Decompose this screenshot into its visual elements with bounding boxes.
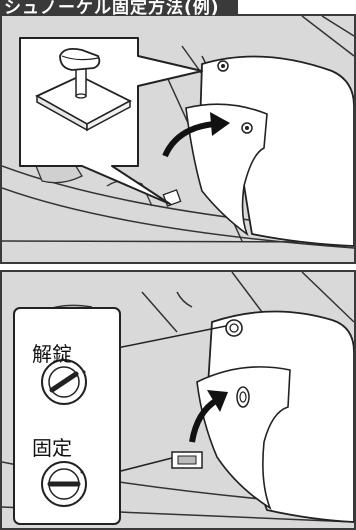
floor-fastener	[163, 190, 180, 206]
bottom-panel: 解錠 固定	[0, 270, 356, 530]
bottom-illustration	[2, 272, 354, 528]
title-bar: シュノーケル固定方法(例)	[0, 0, 238, 16]
top-panel	[0, 14, 356, 264]
top-illustration	[2, 16, 354, 262]
page-title: シュノーケル固定方法(例)	[4, 0, 220, 18]
fastener-post	[76, 66, 86, 96]
unlock-label: 解錠	[32, 338, 72, 367]
lock-label: 固定	[32, 432, 72, 461]
lock-knob-icon	[42, 462, 86, 506]
